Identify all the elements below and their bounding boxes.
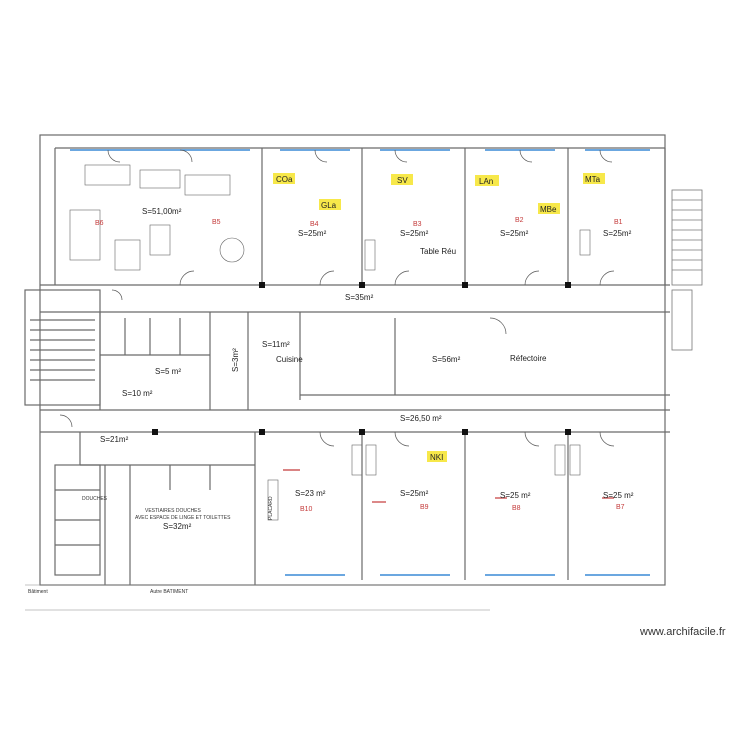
tag-lan: LAn	[479, 177, 493, 186]
name-tags: COa SV LAn MTa GLa MBe NKI	[273, 173, 605, 462]
tag-mta-bg	[583, 173, 605, 184]
room-b4-name: B4	[310, 221, 319, 228]
store-area: S=3m²	[231, 348, 240, 372]
vestiaires-area: S=32m²	[163, 522, 192, 531]
room-b10-area: S=23 m²	[295, 489, 326, 498]
doors	[59, 149, 615, 447]
red-marks	[283, 469, 614, 503]
placard-label: PLACARD	[268, 496, 274, 520]
room-b4-area: S=25m²	[298, 229, 327, 238]
pillars	[152, 282, 571, 435]
tag-mbe: MBe	[540, 205, 557, 214]
room-b10-name: B10	[300, 506, 313, 513]
room-b7-area: S=25 m²	[603, 491, 634, 500]
refectoire-name: Réfectoire	[510, 354, 547, 363]
tag-mta: MTa	[585, 175, 601, 184]
tag-sv-bg	[391, 174, 413, 185]
tag-gla: GLa	[321, 201, 337, 210]
room-b9-name: B9	[420, 504, 429, 511]
lobby-area: S=10 m²	[122, 389, 153, 398]
room-b1-area: S=25m²	[603, 229, 632, 238]
watermark: www.archifacile.fr	[640, 626, 726, 638]
room-b2-name: B2	[515, 217, 524, 224]
corridor-top-area: S=35m²	[345, 293, 374, 302]
room-b6-name: B6	[95, 220, 104, 227]
walls	[24, 134, 670, 586]
footer-left-label: Bâtiment	[28, 589, 48, 595]
b56-area: S=51,00m²	[142, 207, 182, 216]
room-b8-area: S=25 m²	[500, 491, 531, 500]
cuisine-name: Cuisine	[276, 355, 303, 364]
vestiaires-title1: VESTIAIRES DOUCHES	[145, 508, 202, 514]
tag-coa-bg	[273, 173, 295, 184]
autre-batiment-label: Autre BATIMENT	[150, 589, 188, 595]
tag-lan-bg	[475, 175, 499, 186]
table-reu-label: Table Réu	[420, 247, 456, 256]
furniture	[69, 164, 591, 521]
room-b3-name: B3	[413, 221, 422, 228]
tag-coa: COa	[276, 175, 293, 184]
hall-area: S=21m²	[100, 435, 129, 444]
room-b8-name: B8	[512, 505, 521, 512]
tag-nki: NKI	[430, 453, 443, 462]
refectoire-area: S=56m²	[432, 355, 461, 364]
room-b7-name: B7	[616, 504, 625, 511]
tag-mbe-bg	[538, 203, 560, 214]
tag-nki-bg	[427, 451, 447, 462]
external-stair	[671, 189, 703, 351]
tag-sv: SV	[397, 176, 408, 185]
wc-area: S=5 m²	[155, 367, 181, 376]
bottom-strip	[25, 584, 490, 611]
room-b9-area: S=25m²	[400, 489, 429, 498]
room-b3-area: S=25m²	[400, 229, 429, 238]
room-b5-name: B5	[212, 219, 221, 226]
tag-gla-bg	[319, 199, 341, 210]
cuisine-area: S=11m²	[262, 340, 290, 349]
room-b2-area: S=25m²	[500, 229, 529, 238]
vestiaires-title2: AVEC ESPACE DE LINGE ET TOILETTES	[135, 515, 231, 521]
douches-label: DOUCHES	[82, 496, 108, 502]
corridor-mid-area: S=26,50 m²	[400, 414, 442, 423]
room-b1-name: B1	[614, 219, 623, 226]
